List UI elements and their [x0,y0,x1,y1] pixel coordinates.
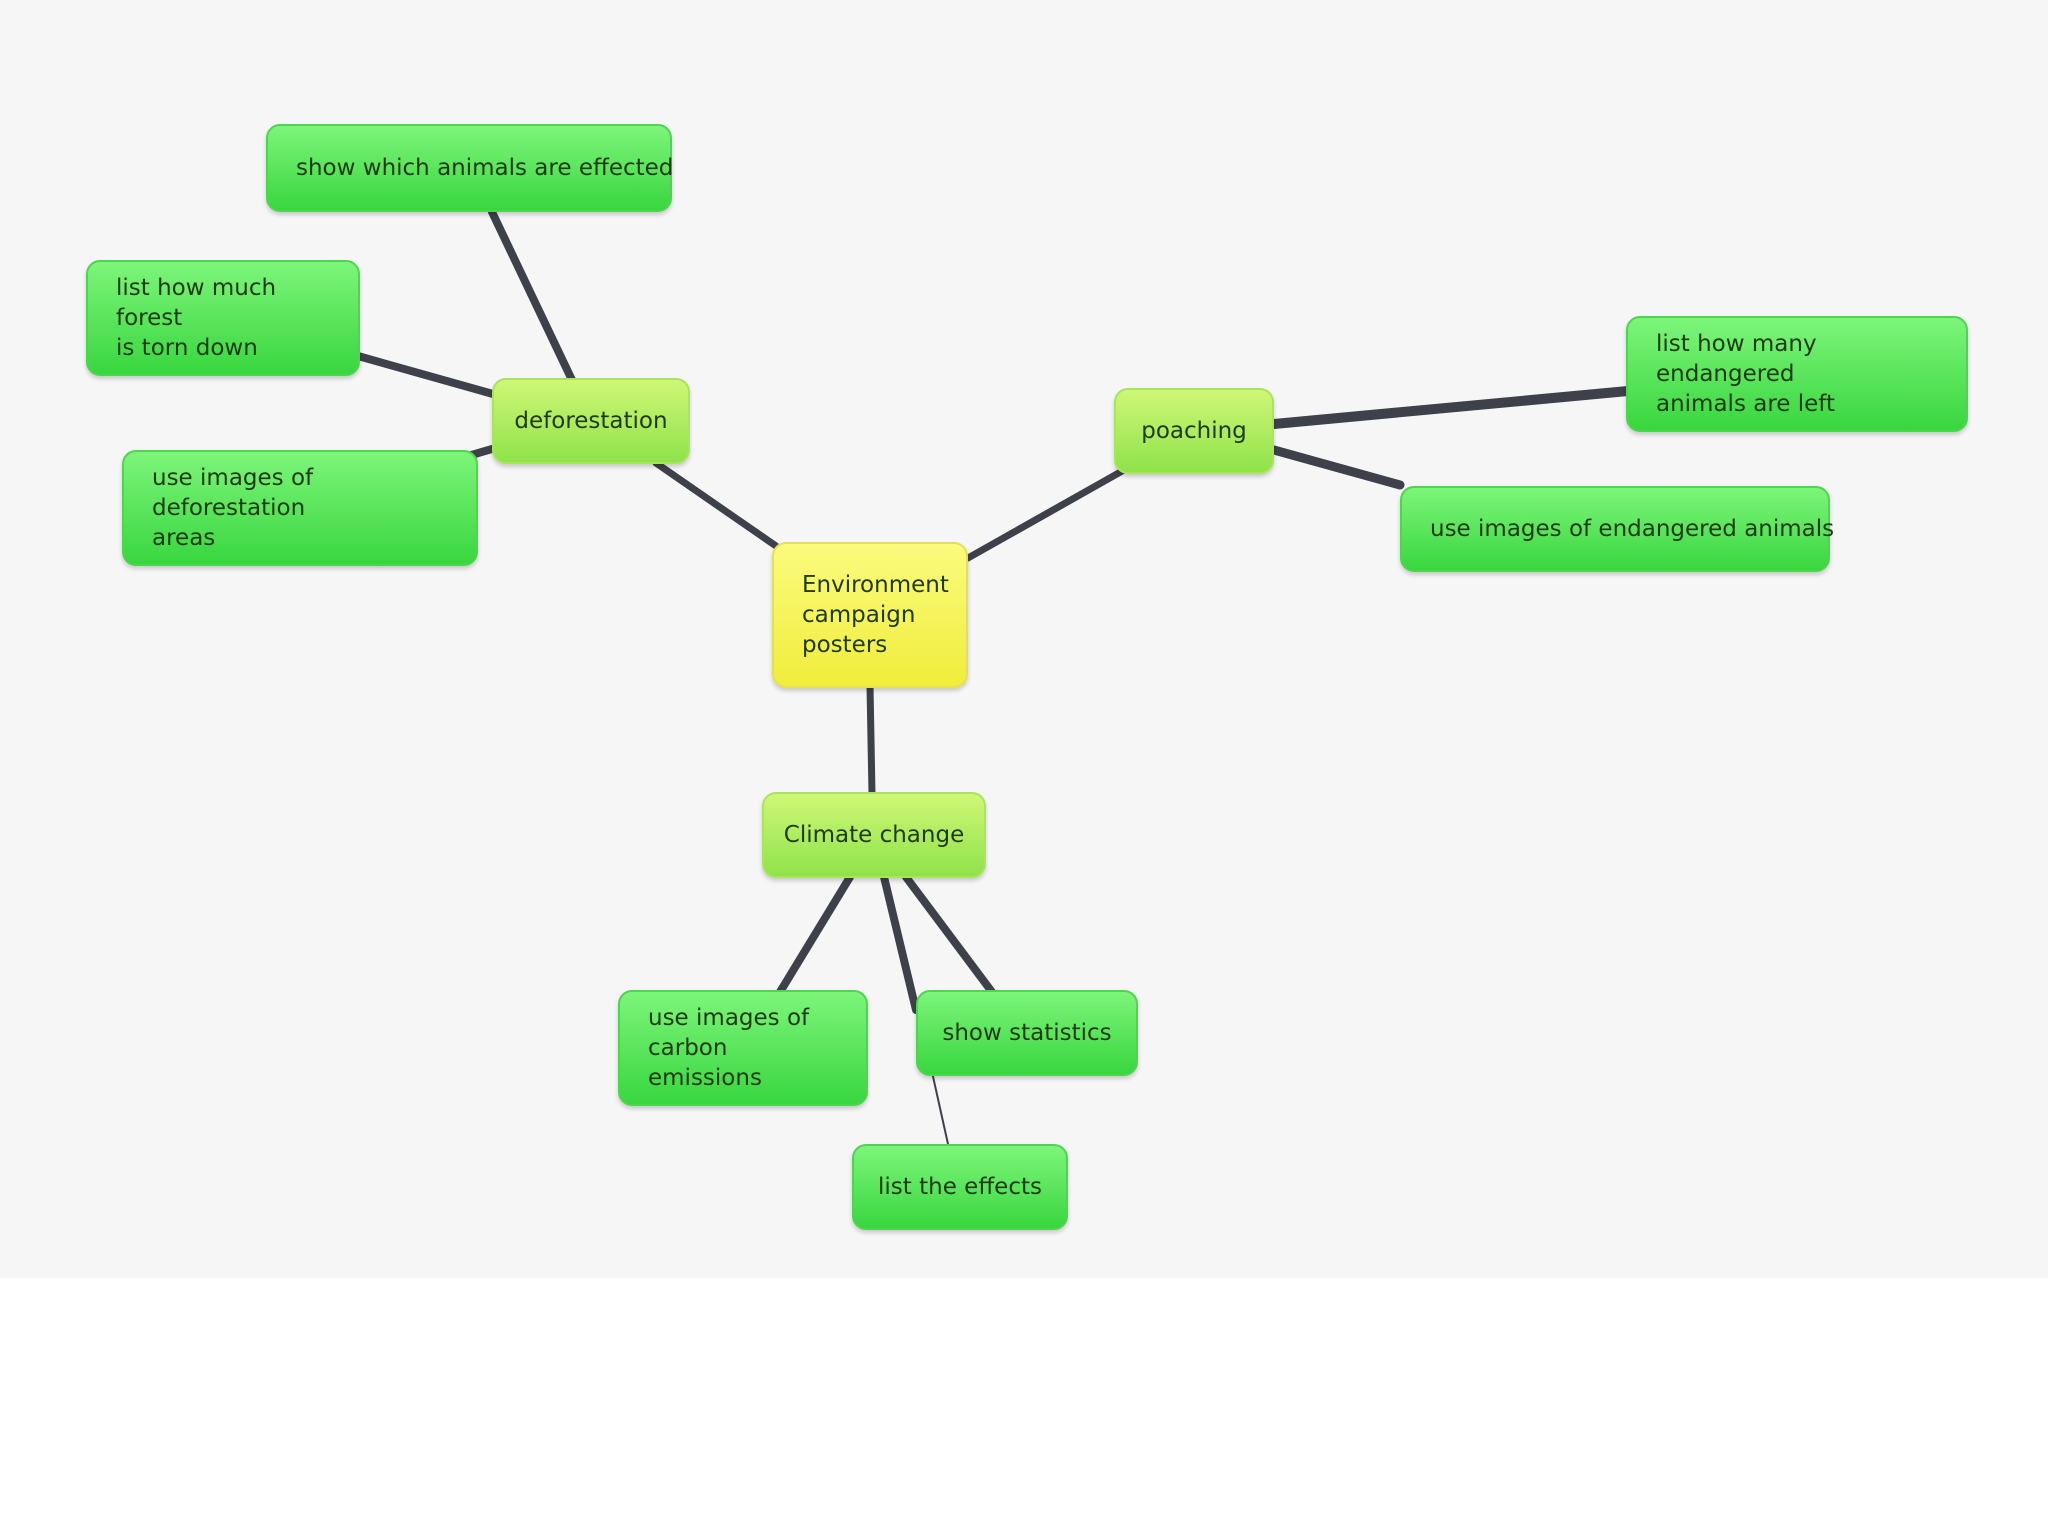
node-deforestation[interactable]: deforestation [492,378,690,464]
node-label: poaching [1141,418,1247,444]
node-label: list how many endangered animals are lef… [1656,331,1836,417]
node-label: use images of endangered animals [1430,516,1835,542]
node-label: show statistics [942,1020,1112,1046]
node-label: Environment campaign posters [802,572,949,658]
edge-poaching-images [1269,445,1405,490]
edge-root-deforestation [652,459,780,550]
edge-climate-effects-tail [931,1071,949,1145]
edge-climate-carbon [776,873,854,996]
node-list-endangered-left[interactable]: list how many endangered animals are lef… [1626,316,1968,432]
node-images-deforestation-areas[interactable]: use images of deforestation areas [122,450,478,566]
node-climate-change[interactable]: Climate change [762,792,986,878]
node-list-the-effects[interactable]: list the effects [852,1144,1068,1230]
node-label: use images of deforestation areas [152,465,314,551]
node-show-statistics[interactable]: show statistics [916,990,1138,1076]
node-label: Climate change [783,822,965,848]
node-label: use images of carbon emissions [648,1005,810,1091]
edge-climate-statistics [902,873,996,996]
edge-poaching-count [1269,386,1633,429]
node-images-endangered-animals[interactable]: use images of endangered animals [1400,486,1834,572]
edge-root-climate [866,682,876,798]
node-label: show which animals are effected [296,155,674,181]
node-list-forest-torn-down[interactable]: list how much forest is torn down [86,260,360,376]
edge-deforestation-animals [488,208,576,384]
edge-deforestation-forest [354,352,497,398]
node-label: deforestation [514,408,668,434]
node-show-which-animals[interactable]: show which animals are effected [266,124,674,212]
node-poaching[interactable]: poaching [1114,388,1274,474]
edge-root-poaching [964,466,1128,562]
node-root-environment-campaign-posters[interactable]: Environment campaign posters [772,542,968,688]
node-label: list the effects [878,1174,1042,1200]
node-images-carbon-emissions[interactable]: use images of carbon emissions [618,990,868,1106]
edge-climate-effects [880,873,920,1014]
node-label: list how much forest is torn down [116,275,277,361]
